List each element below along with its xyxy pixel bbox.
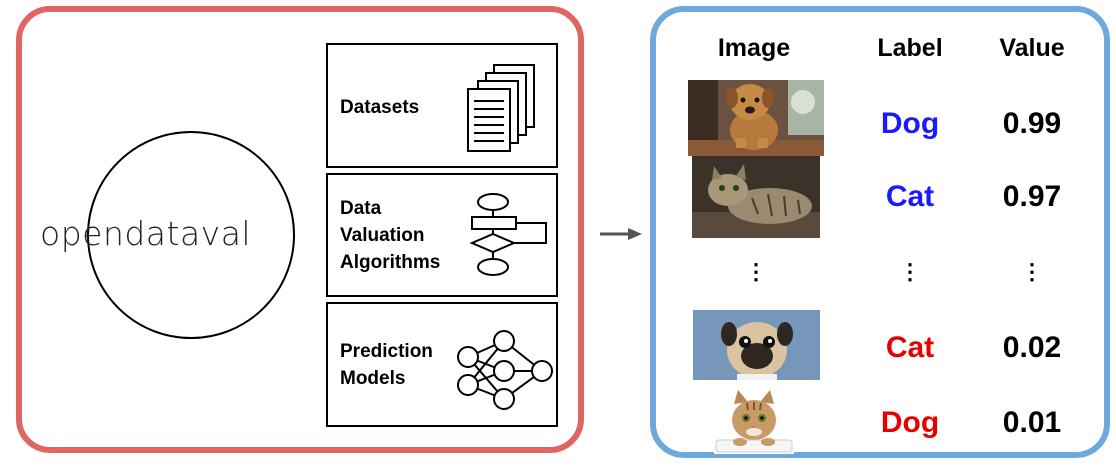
- module-data-valuation: Data Valuation Algorithms: [326, 173, 558, 297]
- row-1-image: [688, 80, 824, 156]
- module-data-valuation-label: Data Valuation Algorithms: [340, 198, 441, 273]
- right-arrow-icon: [600, 228, 642, 240]
- neural-network-icon: [457, 330, 553, 410]
- kitten-photo: [714, 388, 794, 454]
- module-datasets: Datasets: [326, 43, 558, 168]
- row-3-value: 0.02: [1002, 331, 1062, 364]
- module-prediction-models: Prediction Models: [326, 302, 558, 427]
- module-datasets-label: Datasets: [340, 97, 420, 118]
- row-1-value: 0.99: [1002, 107, 1062, 140]
- row-4-image: [714, 388, 794, 454]
- brand-name: opendataval: [40, 214, 252, 253]
- brand-circle: [87, 131, 295, 339]
- opendataval-panel: [16, 6, 584, 453]
- row-2-image: [692, 156, 820, 238]
- flowchart-icon: [469, 193, 547, 276]
- column-header-label: Label: [877, 34, 943, 62]
- ellipsis-image: ⋮: [745, 259, 767, 284]
- pug-photo: [693, 310, 820, 380]
- row-2-value: 0.97: [1002, 180, 1062, 213]
- row-2-label: Cat: [885, 180, 935, 213]
- documents-icon: [467, 64, 535, 152]
- row-3-image: [693, 310, 820, 380]
- dog-photo: [688, 80, 824, 156]
- row-1-label: Dog: [880, 107, 940, 140]
- column-header-value: Value: [999, 34, 1065, 62]
- ellipsis-value: ⋮: [1021, 259, 1043, 284]
- row-4-label: Dog: [880, 406, 940, 439]
- ellipsis-label: ⋮: [899, 259, 921, 284]
- cat-photo: [692, 156, 820, 238]
- module-prediction-models-label: Prediction Models: [340, 341, 433, 389]
- column-header-image: Image: [717, 34, 791, 62]
- row-3-label: Cat: [885, 331, 935, 364]
- data-values-panel: [650, 6, 1110, 458]
- row-4-value: 0.01: [1002, 406, 1062, 439]
